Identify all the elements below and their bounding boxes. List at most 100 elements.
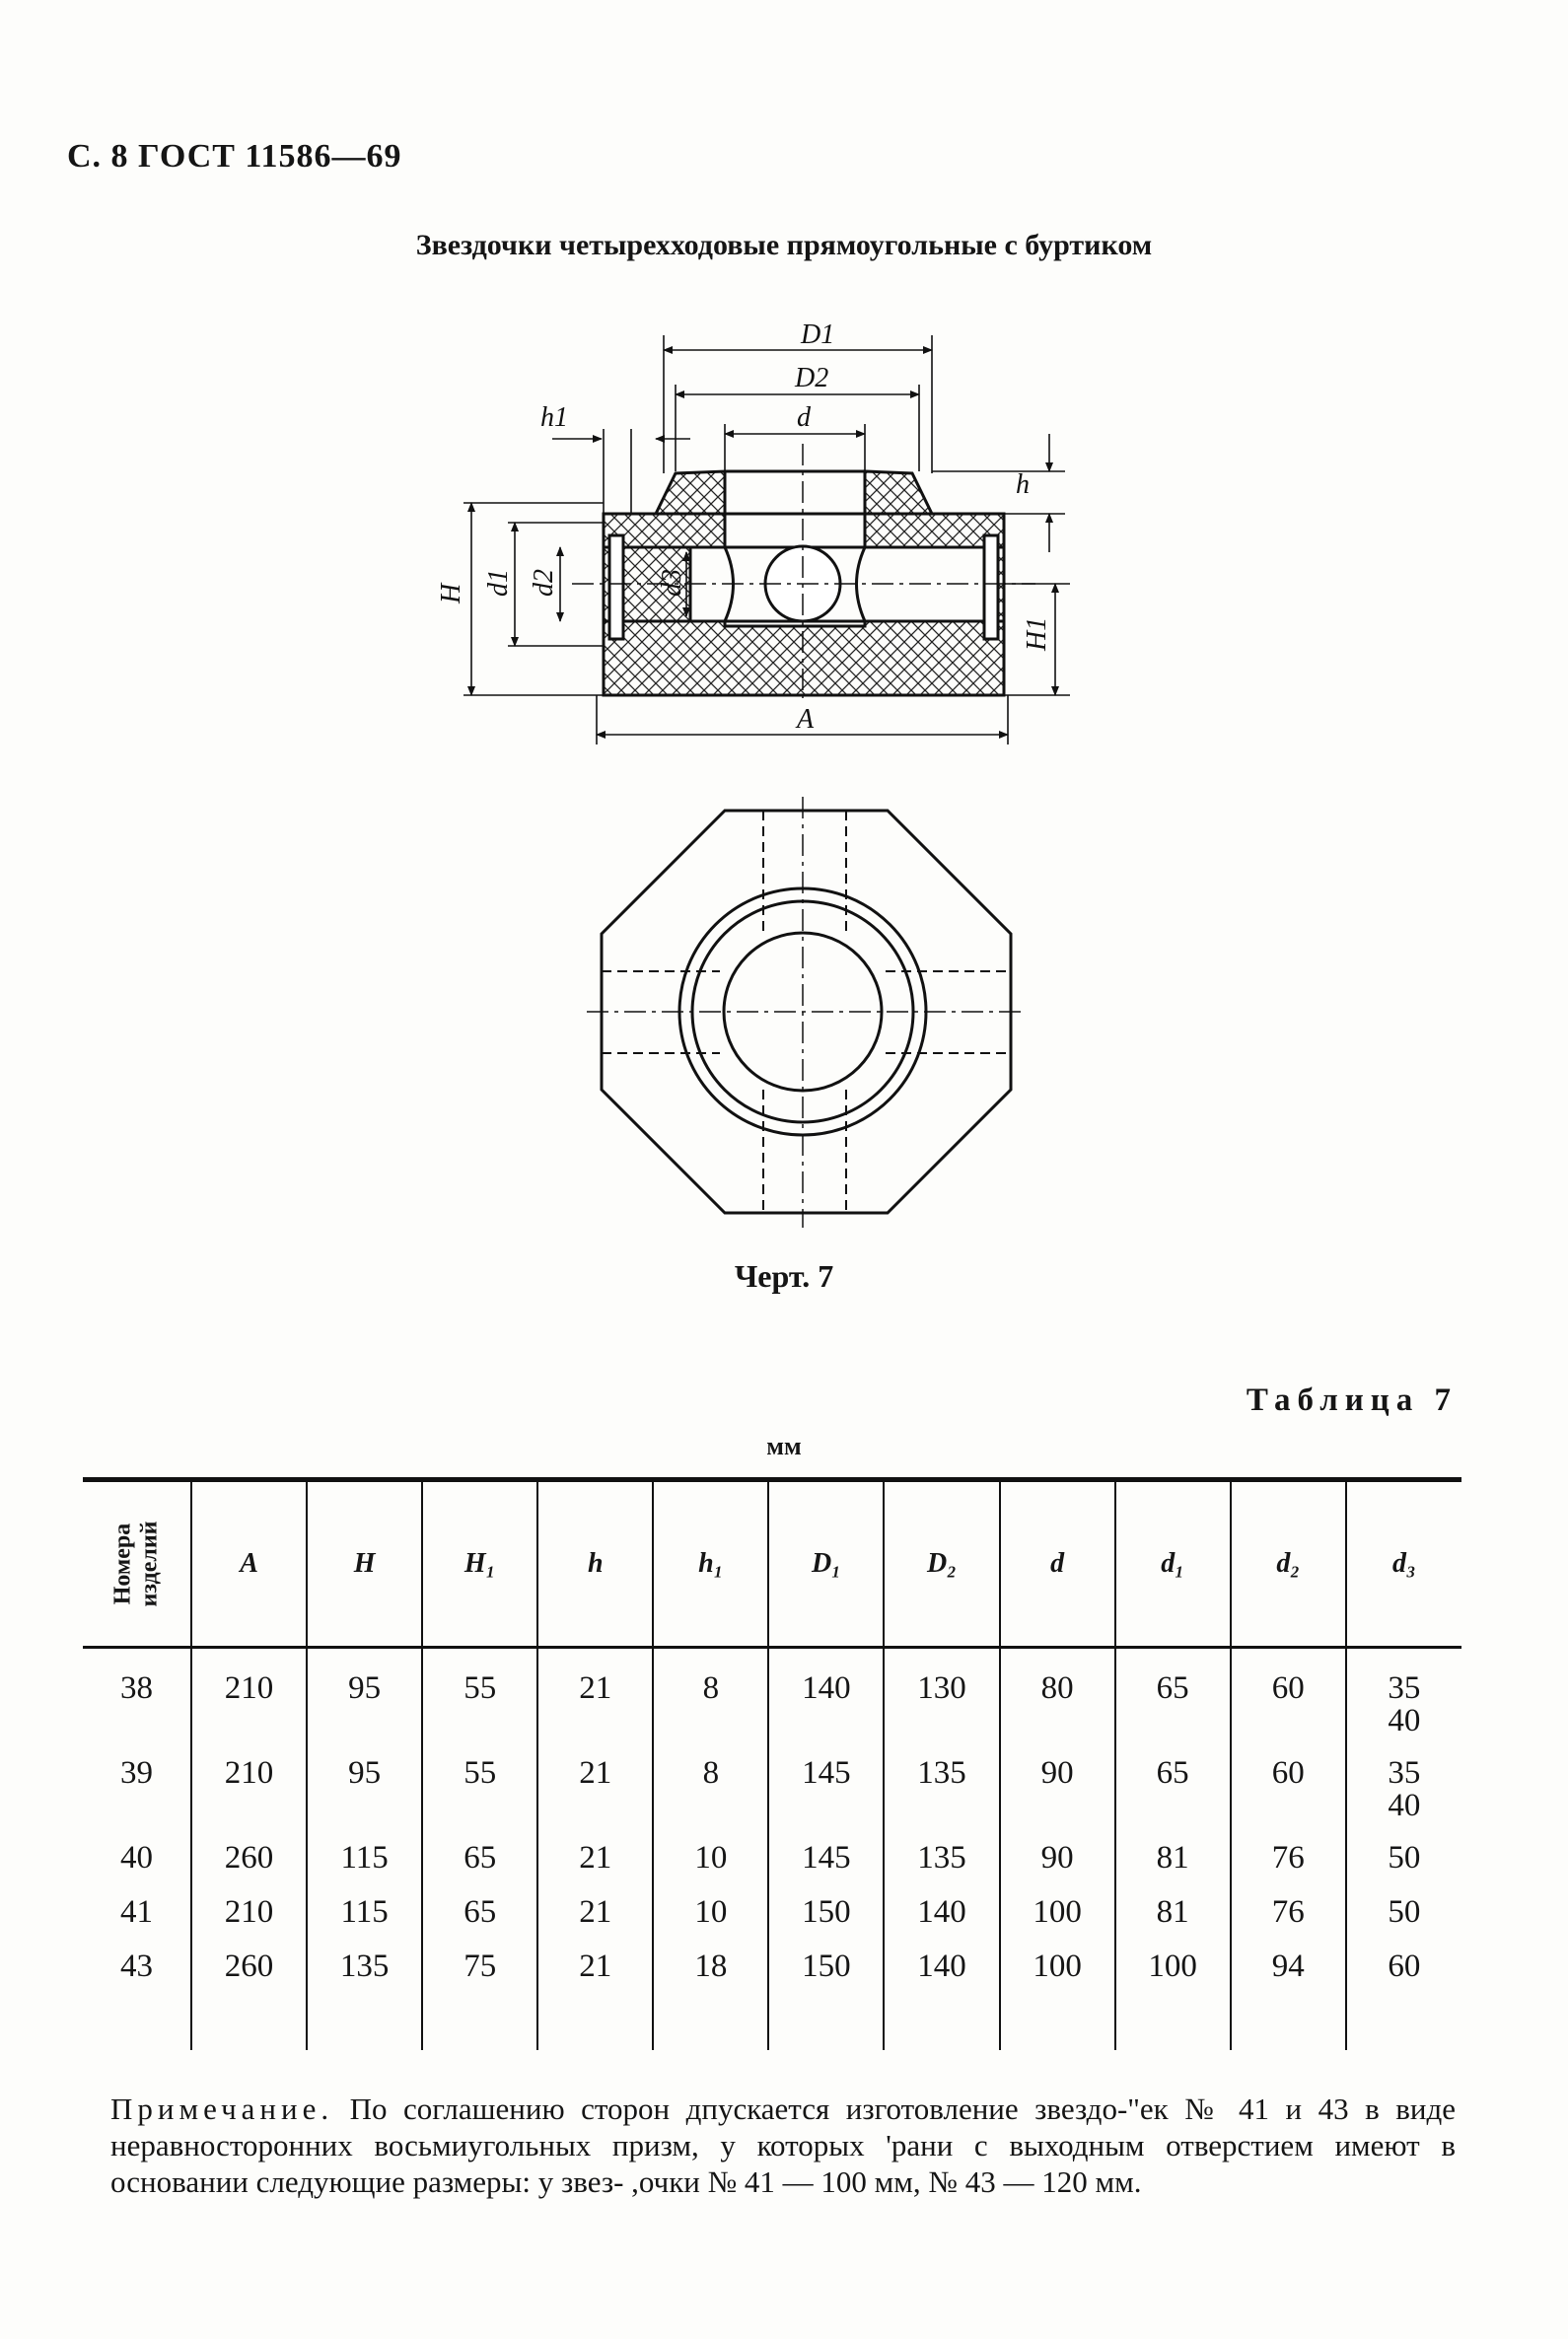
table-cell: 130	[883, 1647, 1000, 1743]
table-cell: 21	[536, 1647, 654, 1743]
table-cell: 90	[998, 1743, 1115, 1828]
table-header-cell: d₁	[1113, 1477, 1231, 1649]
table-cell: 95	[306, 1743, 423, 1828]
table-cell: 210	[189, 1647, 308, 1743]
table-empty-cell	[767, 1991, 885, 2050]
table-header-cell: D₂	[883, 1477, 1000, 1649]
table-header-cell: h	[536, 1477, 654, 1649]
table-cell: 145	[767, 1743, 885, 1828]
table-cell: 140	[883, 1882, 1000, 1937]
label-H: H	[436, 582, 466, 604]
table-cell: 140	[767, 1647, 885, 1743]
table-cell: 50	[1344, 1828, 1461, 1882]
label-D2: D2	[794, 363, 828, 393]
table-header-cell: d	[998, 1477, 1115, 1649]
table-cell: 76	[1229, 1828, 1346, 1882]
dimension-labels: D1 D2 d h1 h H d1 d2 d3 H1 A	[436, 319, 1052, 735]
table-cell: 94	[1229, 1937, 1346, 1991]
table-cell: 65	[421, 1828, 538, 1882]
table-cell: 115	[306, 1828, 423, 1882]
table-cell: 60	[1229, 1647, 1346, 1743]
label-h1: h1	[540, 402, 568, 433]
table-cell: 21	[536, 1882, 654, 1937]
table-cell: 150	[767, 1937, 885, 1991]
header-item-number: Номера изделий	[83, 1477, 191, 1649]
plan-view	[587, 797, 1026, 1228]
table-empty-cell	[998, 1991, 1115, 2050]
table-tail-row	[83, 1991, 1461, 2050]
label-d1: d1	[483, 569, 514, 597]
table-cell: 135	[883, 1828, 1000, 1882]
table-empty-cell	[306, 1991, 423, 2050]
table-cell: 81	[1113, 1882, 1231, 1937]
table-empty-cell	[652, 1991, 769, 2050]
table-cell: 21	[536, 1828, 654, 1882]
table-caption: Таблица 7	[1246, 1382, 1458, 1418]
table-cell: 75	[421, 1937, 538, 1991]
table-empty-cell	[421, 1991, 538, 2050]
note-text: По соглашению сторон дпускается изготовл…	[110, 2091, 1456, 2199]
table-cell: 8	[652, 1647, 769, 1743]
table-header-cell: h₁	[652, 1477, 769, 1649]
table-cell-item-number: 39	[120, 1755, 153, 1791]
table-cell: 18	[652, 1937, 769, 1991]
table-cell: 260	[189, 1937, 308, 1991]
table-cell: 35 40	[1344, 1743, 1461, 1828]
table-cell: 135	[306, 1937, 423, 1991]
table-cell: 65	[1113, 1743, 1231, 1828]
table-cell: 35 40	[1344, 1647, 1461, 1743]
table-cell: 8	[652, 1743, 769, 1828]
table-cell: 115	[306, 1882, 423, 1937]
table-units: мм	[766, 1432, 802, 1460]
table-empty-cell	[1344, 1991, 1461, 2050]
table-cell: 100	[1113, 1937, 1231, 1991]
label-H1: H1	[1022, 617, 1052, 652]
table-note: Примечание. По соглашению сторон дпускае…	[110, 2091, 1456, 2200]
table-empty-cell	[189, 1991, 308, 2050]
label-d2: d2	[529, 569, 559, 597]
table-cell: 60	[1344, 1937, 1461, 1991]
table-cell: 100	[998, 1937, 1115, 1991]
drawing-title: Звездочки четырехходовые прямоугольные с…	[415, 229, 1153, 261]
table-header-cell: D₁	[767, 1477, 885, 1649]
table-header-cell: H	[306, 1477, 423, 1649]
label-d: d	[797, 402, 812, 433]
table-cell: 10	[652, 1882, 769, 1937]
label-A: A	[795, 704, 815, 735]
table-cell: 90	[998, 1828, 1115, 1882]
table-cell: 76	[1229, 1882, 1346, 1937]
table-cell: 145	[767, 1828, 885, 1882]
table-cell: 135	[883, 1743, 1000, 1828]
table-cell: 21	[536, 1743, 654, 1828]
table-cell: 65	[1113, 1647, 1231, 1743]
table-cell-item-number: 40	[120, 1840, 153, 1876]
table-cell: 140	[883, 1937, 1000, 1991]
section-view	[572, 444, 1035, 698]
table-cell-item-number: 43	[120, 1949, 153, 1984]
dimension-lines	[463, 335, 1070, 744]
table-header-cell: d₃	[1344, 1477, 1461, 1649]
table-cell: 210	[189, 1882, 308, 1937]
table-cell: 50	[1344, 1882, 1461, 1937]
table-cell: 95	[306, 1647, 423, 1743]
figure-caption: Черт. 7	[734, 1258, 834, 1294]
table-cell: 55	[421, 1743, 538, 1828]
table-cell: 55	[421, 1647, 538, 1743]
table-cell: 60	[1229, 1743, 1346, 1828]
page-header: С. 8 ГОСТ 11586—69	[67, 138, 402, 175]
table-empty-cell	[883, 1991, 1000, 2050]
table-cell: 260	[189, 1828, 308, 1882]
table-empty-cell	[83, 1991, 191, 2050]
table-empty-cell	[1113, 1991, 1231, 2050]
table-cell: 80	[998, 1647, 1115, 1743]
technical-drawing: D1 D2 d h1 h H d1 d2 d3 H1 A	[436, 319, 1070, 1228]
table-header-cell: A	[189, 1477, 308, 1649]
table-empty-cell	[1229, 1991, 1346, 2050]
